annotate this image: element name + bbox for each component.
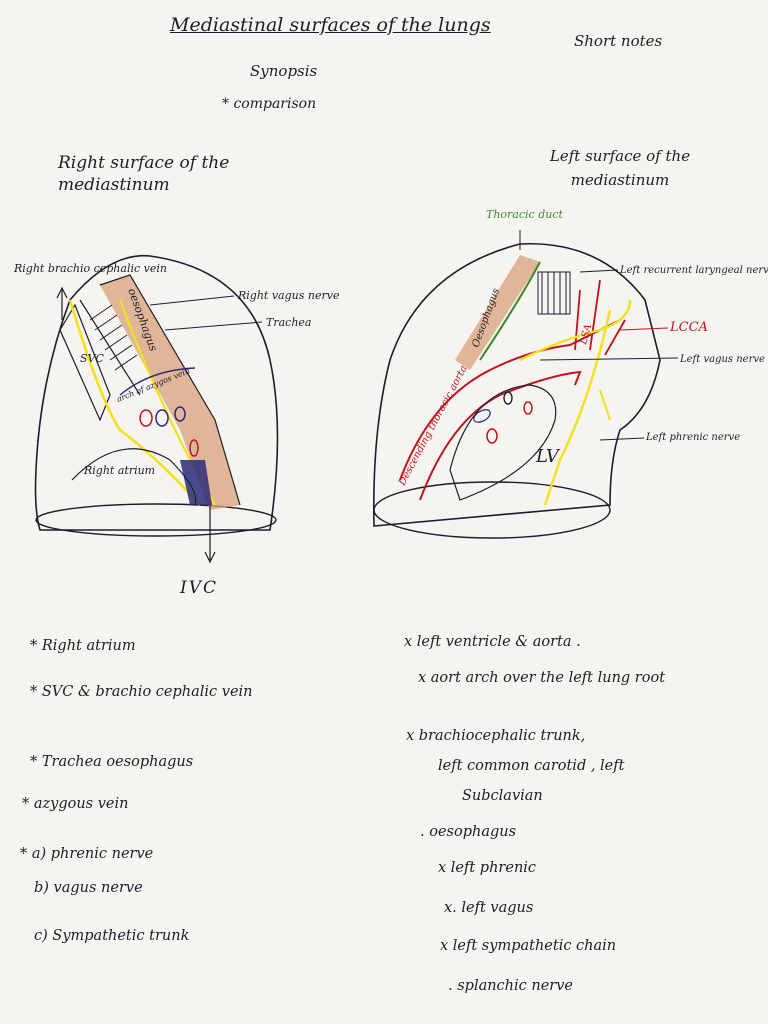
list-item: Subclavian <box>462 788 543 804</box>
list-item: * a) phrenic nerve <box>20 846 154 862</box>
comparison-label: * comparison <box>222 96 317 112</box>
thoracic-duct-label: Thoracic duct <box>486 208 563 221</box>
left-vagus-label: Left vagus nerve <box>679 354 765 365</box>
page-title: Mediastinal surfaces of the lungs <box>170 14 491 36</box>
list-item: c) Sympathetic trunk <box>34 928 190 944</box>
list-item: * Right atrium <box>30 638 136 654</box>
short-notes-label: Short notes <box>574 32 663 50</box>
list-item: * Trachea oesophagus <box>30 754 194 770</box>
left-surface-heading: Left surface of the mediastinum <box>549 147 691 189</box>
synopsis-label: Synopsis <box>250 62 318 80</box>
list-item: x aort arch over the left lung root <box>418 670 666 686</box>
list-item: x brachiocephalic trunk, <box>406 728 586 744</box>
ivc-label: IVC <box>180 578 218 598</box>
lcca-label: LCCA <box>669 320 708 335</box>
right-vagus-label: Right vagus nerve <box>237 289 340 302</box>
list-item: . oesophagus <box>420 824 517 840</box>
list-item: * SVC & brachio cephalic vein <box>30 684 253 700</box>
list-item: x. left vagus <box>444 900 534 916</box>
list-item: . splanchic nerve <box>448 978 574 994</box>
svc-label: SVC <box>80 352 104 365</box>
list-item: x left sympathetic chain <box>440 938 617 954</box>
lsa-label: LSA <box>578 323 594 347</box>
list-item: b) vagus nerve <box>34 880 143 896</box>
recurrent-laryngeal-label: Left recurrent laryngeal nerve <box>619 265 768 276</box>
list-item: x left phrenic <box>438 860 537 876</box>
list-item: left common carotid , left <box>438 758 625 774</box>
list-item: x left ventricle & aorta . <box>404 634 581 650</box>
left-phrenic-label: Left phrenic nerve <box>645 432 740 443</box>
right-atrium-label: Right atrium <box>83 464 155 477</box>
trachea-label: Trachea <box>266 316 311 329</box>
right-brachiocephalic-label: Right brachio cephalic vein <box>13 262 167 275</box>
lv-label: LV <box>535 446 561 467</box>
list-item: * azygous vein <box>22 796 129 812</box>
right-surface-heading: Right surface of the mediastinum <box>58 153 230 195</box>
